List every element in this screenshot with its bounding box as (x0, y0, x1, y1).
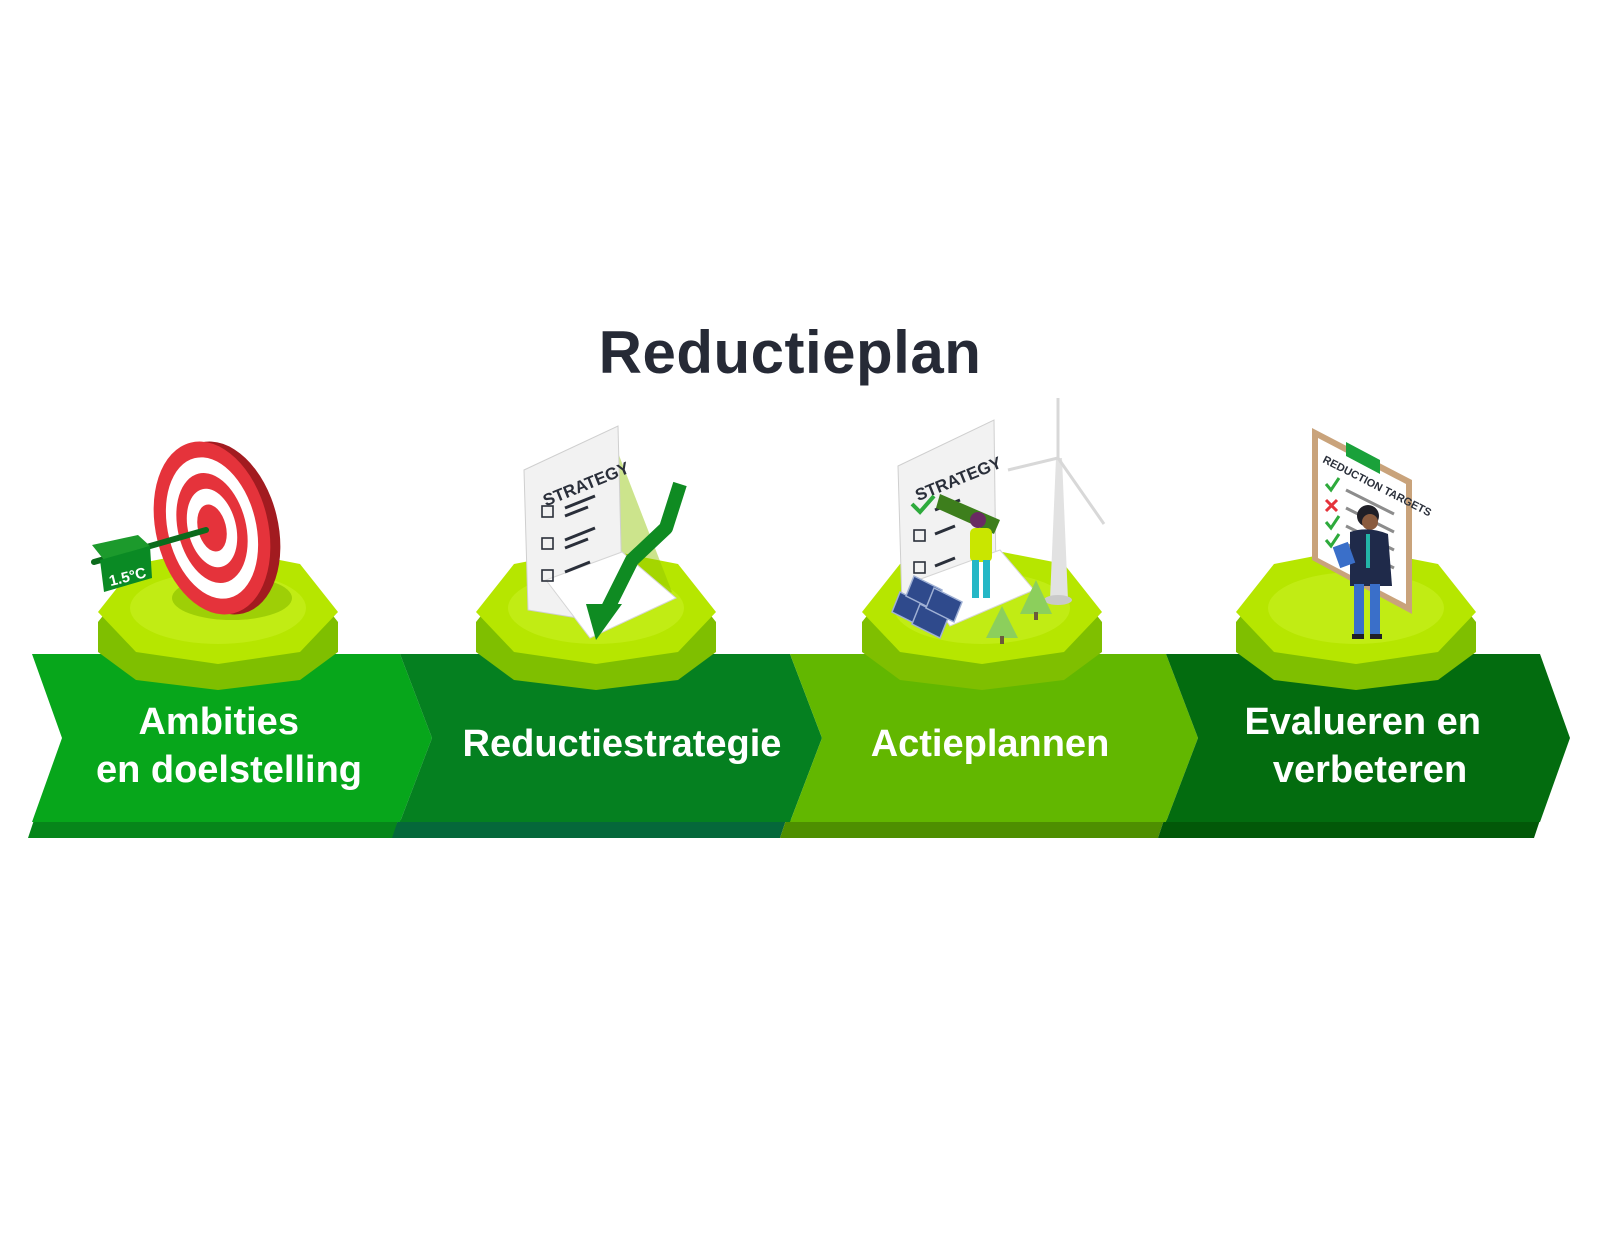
check-mark-icon (1324, 477, 1341, 493)
page-title: Reductieplan (598, 319, 982, 386)
tree-icon (986, 580, 1052, 644)
step-1-label-line-1: Ambities (138, 701, 298, 743)
process-arrow-banner (28, 654, 1570, 838)
target-icon: 1.5°C (91, 441, 338, 690)
arrow-segment-2 (400, 654, 822, 822)
step-4-label: Evalueren en verbeteren (1244, 701, 1491, 791)
arrow-shadow-1 (28, 820, 398, 838)
strategy-document-icon: STRATEGY (476, 425, 716, 690)
arrow-shadow-4 (1158, 820, 1540, 838)
step-1-label: Ambities en doelstelling (96, 701, 362, 791)
step-1-label-line-2: en doelstelling (96, 749, 362, 791)
down-trend-arrow (599, 481, 687, 616)
checklist-lines (541, 494, 596, 582)
arrow-segment-3 (790, 654, 1198, 822)
check-mark-icon (1324, 533, 1341, 549)
step-4-label-line-1: Evalueren en (1244, 701, 1481, 743)
step-2-label: Reductiestrategie (463, 723, 782, 765)
arrow-shadow-3 (780, 820, 1164, 838)
action-plan-icon: STRATEGY (862, 398, 1106, 690)
check-mark-icon (910, 494, 936, 515)
step-3-label: Actieplannen (871, 723, 1110, 765)
solar-panel-icon (891, 574, 963, 640)
step-4-label-line-2: verbeteren (1273, 749, 1467, 791)
arrow-shadow-2 (392, 820, 786, 838)
check-mark-icon (1324, 515, 1341, 531)
step-3-label-line-1: Actieplannen (871, 723, 1110, 765)
arrow-segment-4 (1166, 654, 1570, 822)
clipboard-person-icon: REDUCTION TARGETS (1236, 428, 1476, 690)
step-2-label-line-1: Reductiestrategie (463, 723, 782, 765)
arrow-segment-1 (32, 654, 432, 822)
cross-icon (1324, 498, 1339, 513)
wind-turbine-icon (1007, 398, 1106, 605)
